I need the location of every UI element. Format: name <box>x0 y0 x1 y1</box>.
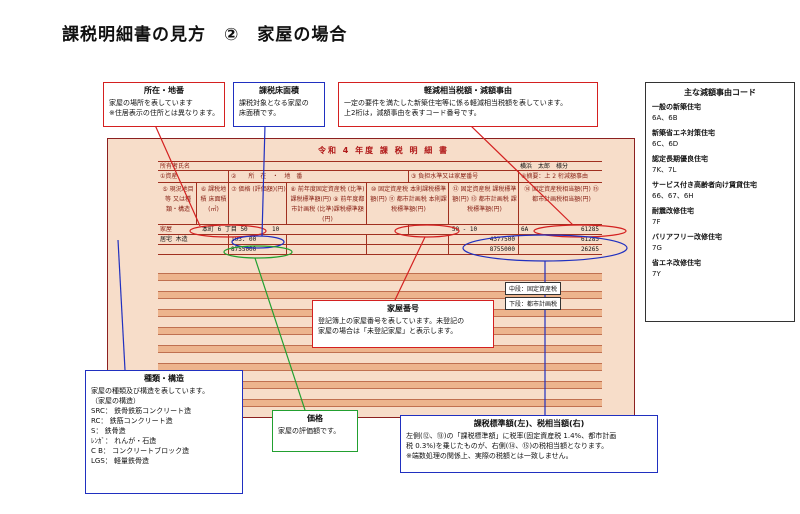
form-grid: 所有者氏名 横浜 太郎 様分 ①資産 ② 所 在 ・ 地 番 ③ 負担水準又は家… <box>158 161 602 255</box>
empty-cell <box>366 235 448 244</box>
legend-item-name: 認定長期優良住宅 <box>652 155 708 163</box>
empty-cell <box>286 235 366 244</box>
legend-item-codes: 7K、7L <box>652 166 677 174</box>
callout-location: 所在・地番 家屋の場所を表しています ※住居表示の住所とは異なります。 <box>103 82 225 127</box>
callout-type-title: 種類・構造 <box>144 374 184 383</box>
callout-reduction-title: 軽減相当税額・減額事由 <box>424 86 512 95</box>
callout-price: 価格 家屋の評価額です。 <box>272 410 358 452</box>
legend-item-name: バリアフリー改修住宅 <box>652 233 722 241</box>
blank-row-band <box>158 399 602 407</box>
legend-item-name: 耐震改修住宅 <box>652 207 694 215</box>
col-price-header: ⑦ 価格 (評価額)(円) <box>228 183 286 224</box>
blank-row-band <box>158 363 602 371</box>
city-tax-value: 26265 <box>518 245 602 254</box>
legend-item-name: 新築省エネ対策住宅 <box>652 129 715 137</box>
header-row-3: ⑤ 現況地目等 又は種類・構造 ⑥ 課税地積 床面積(㎡) ⑦ 価格 (評価額)… <box>158 183 602 225</box>
house-number-value: 50 - 10 <box>408 225 518 234</box>
col-location-header: ② 所 在 ・ 地 番 <box>228 171 408 182</box>
tag-city-planning-tax: 下段：都市計画税 <box>505 297 562 310</box>
data-row-1: 家屋 本町 6 丁目 50 10 50 - 10 6A 61285 <box>158 225 602 235</box>
fixed-std-value: 4377500 <box>448 235 518 244</box>
price-value: 8755000 <box>228 245 286 254</box>
header-row-1: ①資産 ② 所 在 ・ 地 番 ③ 負担水準又は家屋番号 ④摘要：上 2 桁減額… <box>158 171 602 183</box>
callout-house-number: 家屋番号 登記簿上の家屋番号を表しています。未登記の 家屋の場合は「未登記家屋」… <box>312 300 494 348</box>
col-type-header: ⑤ 現況地目等 又は種類・構造 <box>162 186 194 213</box>
col-tax-header: ⑭ 固定資産税相当額(円) ⑮ 都市計画税相当額(円) <box>518 183 602 224</box>
callout-reduction: 軽減相当税額・減額事由 一定の要件を満たした新築住宅等に係る軽減相当税額を表して… <box>338 82 598 127</box>
callout-line: SRC： 鉄骨鉄筋コンクリート造 <box>91 407 192 415</box>
blank-row-band <box>158 291 602 299</box>
fixed-tax-value: 61285 <box>518 235 602 244</box>
tag-fixed-asset-tax: 中段：固定資産税 <box>505 282 562 295</box>
blank-row-band <box>158 273 602 281</box>
data-row-2: 居宅 木造 103. 00 4377500 61285 <box>158 235 602 245</box>
col-area-header: ⑥ 課税地積 床面積(㎡) <box>196 183 228 224</box>
callout-line: 家屋の評価額です。 <box>278 427 341 435</box>
callout-house-number-title: 家屋番号 <box>387 304 419 313</box>
callout-line: ﾚﾝｶﾞ： れんが・石造 <box>91 437 157 445</box>
callout-line: LGS： 軽量鉄骨造 <box>91 457 149 465</box>
blank-row-band <box>158 381 602 389</box>
col-base-std-header: ⑩ 固定資産税 本則課税標準額(円) ⑪ 都市計画税 本則課税標準額(円) <box>366 183 448 224</box>
asset-value: 家屋 <box>160 226 173 233</box>
legend-item-codes: 66、67、6H <box>652 192 694 200</box>
empty-cell <box>286 245 366 254</box>
callout-line: 一定の要件を満たした新築住宅等に係る軽減相当税額を表しています。 <box>344 99 568 107</box>
callout-line: 上2桁は，減額事由を表すコード番号です。 <box>344 109 481 117</box>
callout-line: S： 鉄骨造 <box>91 427 126 435</box>
page-title: 課税明細書の見方 ② 家屋の場合 <box>62 25 348 45</box>
callout-floor-area: 課税床面積 課税対象となる家屋の 床面積です。 <box>233 82 325 127</box>
legend-item-codes: 6A、6B <box>652 114 678 122</box>
callout-line: ※端数処理の関係上、実際の税額とは一致しません。 <box>406 452 573 460</box>
owner-label: 所有者氏名 <box>160 163 191 170</box>
col-reduction-header: ④摘要：上 2 桁減額事由 <box>518 171 602 182</box>
address-value: 本町 6 丁目 50 <box>202 226 248 233</box>
callout-type-structure: 種類・構造 家屋の種類及び構造を表しています。 （家屋の構造） SRC： 鉄骨鉄… <box>85 370 243 494</box>
reduction-code-legend: 主な減額事由コード 一般の新築住宅 6A、6B 新築省エネ対策住宅 6C、6D … <box>645 82 795 322</box>
callout-line: 課税対象となる家屋の <box>239 99 309 107</box>
legend-item-name: 一般の新築住宅 <box>652 103 701 111</box>
col-asset-header: ①資産 <box>160 173 178 180</box>
reduction-amount: 61285 <box>580 226 599 233</box>
callout-line: 税 0.3%)を乗じたものが、右側(⑭、⑮)の税相当額となります。 <box>406 442 609 450</box>
legend-item-codes: 7F <box>652 218 661 226</box>
callout-tax-standard-title: 課税標準額(左)、税相当額(右) <box>473 419 585 428</box>
col-houseno-header: ③ 負担水準又は家屋番号 <box>408 171 518 182</box>
type-structure-value: 居宅 木造 <box>160 236 188 243</box>
callout-line: ※住居表示の住所とは異なります。 <box>109 109 220 117</box>
callout-line: 家屋の場所を表しています <box>109 99 193 107</box>
callout-location-title: 所在・地番 <box>144 86 184 95</box>
callout-line: 登記簿上の家屋番号を表しています。未登記の <box>318 317 465 325</box>
form-title: 令和 4 年度 課 税 明 細 書 <box>318 146 450 155</box>
legend-item-name: 省エネ改修住宅 <box>652 259 701 267</box>
floor-area-value: 103. 00 <box>228 235 286 244</box>
owner-row: 所有者氏名 横浜 太郎 様分 <box>158 161 602 171</box>
legend-item-codes: 7Y <box>652 270 661 278</box>
callout-tax-standard: 課税標準額(左)、税相当額(右) 左側(⑫、⑬)の「課税標準額」に税率(固定資産… <box>400 415 658 473</box>
col-std-header: ⑫ 固定資産税 課税標準額(円) ⑬ 都市計画税 課税標準額(円) <box>448 183 518 224</box>
legend-item-codes: 7G <box>652 244 662 252</box>
city-std-value: 8755000 <box>448 245 518 254</box>
legend-title: 主な減額事由コード <box>684 88 756 97</box>
data-row-3: 8755000 8755000 26265 <box>158 245 602 255</box>
legend-item-name: サービス付き高齢者向け賃貸住宅 <box>652 181 757 189</box>
callout-floor-area-title: 課税床面積 <box>259 86 299 95</box>
col-prev-std-header: ⑧ 前年度固定資産税 (比準)課税標準額(円) ⑨ 前年度都市計画税 (比準)課… <box>286 183 366 224</box>
callout-line: 家屋の場合は「未登記家屋」と表示します。 <box>318 327 458 335</box>
callout-line: C B： コンクリートブロック造 <box>91 447 190 455</box>
callout-price-title: 価格 <box>307 414 323 423</box>
callout-line: 床面積です。 <box>239 109 281 117</box>
callout-line: （家屋の構造） <box>91 397 140 405</box>
legend-item-codes: 6C、6D <box>652 140 679 148</box>
owner-value: 横浜 太郎 様分 <box>520 163 569 170</box>
callout-line: 家屋の種類及び構造を表しています。 <box>91 387 210 395</box>
lot-number-value: 10 <box>272 226 280 233</box>
callout-line: 左側(⑫、⑬)の「課税標準額」に税率(固定資産税 1.4%、都市計画 <box>406 432 617 440</box>
reduction-code: 6A <box>518 225 538 234</box>
empty-cell <box>366 245 448 254</box>
callout-line: RC： 鉄筋コンクリート造 <box>91 417 173 425</box>
